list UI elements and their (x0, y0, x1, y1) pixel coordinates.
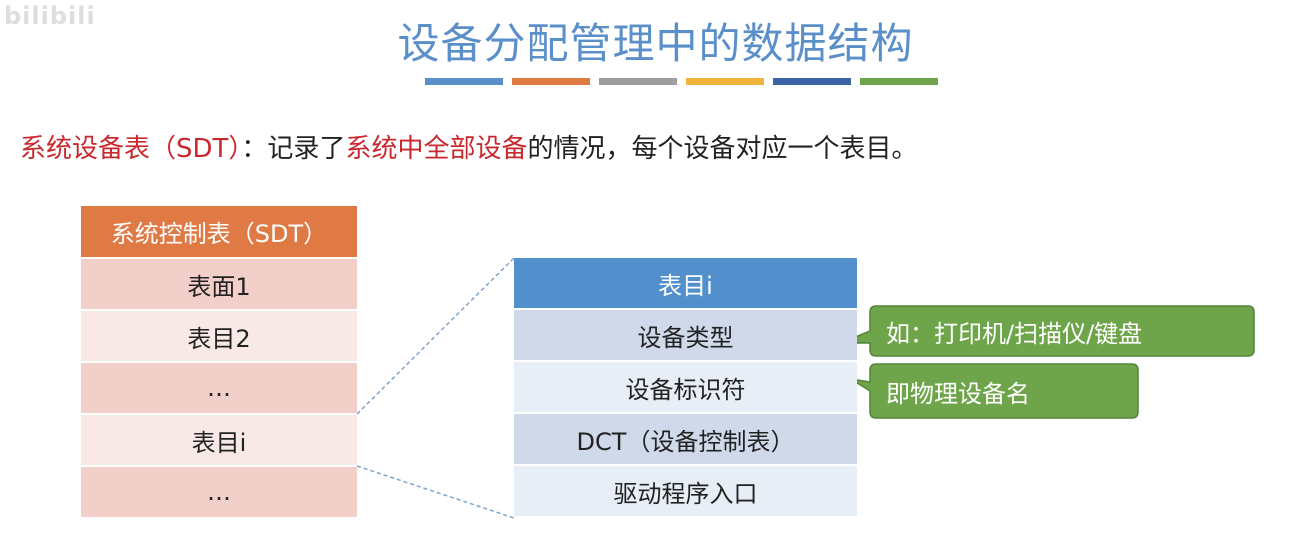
slide-title: 设备分配管理中的数据结构 (397, 19, 914, 68)
entry-row-driver-entry: 驱动程序入口 (514, 466, 857, 518)
intro-term: 系统设备表（SDT） (20, 134, 242, 164)
callout-bubble-type (840, 305, 1255, 357)
callout-type-text: 如：打印机/扫描仪/键盘 (886, 320, 1143, 348)
intro-text: ：记录了 (241, 134, 346, 164)
title-underline-bars (425, 78, 938, 85)
callout-id-text: 即物理设备名 (886, 380, 1030, 408)
title-bar (512, 78, 590, 85)
intro-text: 的情况，每个设备对应一个表目。 (527, 134, 918, 164)
watermark-logo: bilibili (4, 2, 96, 30)
entry-table-header: 表目i (514, 258, 857, 310)
sdt-row-3: … (81, 363, 357, 415)
sdt-table-header: 系统控制表（SDT） (81, 206, 357, 259)
sdt-row-5: … (81, 467, 357, 519)
title-bar (773, 78, 851, 85)
entry-row-device-id: 设备标识符 (514, 362, 857, 414)
intro-highlight: 系统中全部设备 (345, 134, 528, 164)
title-bar (860, 78, 938, 85)
intro-sentence: 系统设备表（SDT）：记录了系统中全部设备的情况，每个设备对应一个表目。 (20, 128, 917, 165)
entry-row-dct: DCT（设备控制表） (514, 414, 857, 466)
entry-row-device-type: 设备类型 (514, 310, 857, 362)
sdt-row-4: 表目i (81, 415, 357, 467)
entry-table: 表目i 设备类型 设备标识符 DCT（设备控制表） 驱动程序入口 (514, 258, 857, 518)
sdt-table: 系统控制表（SDT） 表面1 表目2 … 表目i … (81, 206, 357, 519)
title-bar (686, 78, 764, 85)
title-bar (599, 78, 677, 85)
sdt-row-2: 表目2 (81, 311, 357, 363)
callout-bubble-id (850, 363, 1139, 419)
title-bar (425, 78, 503, 85)
sdt-row-1: 表面1 (81, 259, 357, 311)
zoom-line-top (356, 257, 515, 415)
zoom-line-bottom (356, 465, 515, 519)
